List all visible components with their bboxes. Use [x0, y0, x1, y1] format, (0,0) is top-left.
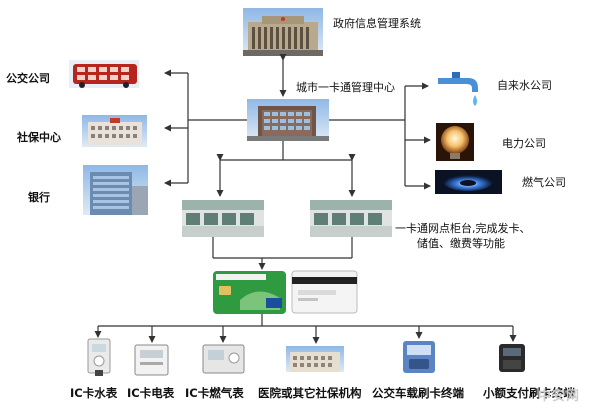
pos-terminal-image — [499, 344, 525, 372]
terminal-label-electric-meter: IC卡电表 — [127, 386, 175, 400]
bus-card-reader-image — [403, 341, 435, 373]
service-counter-image-left — [182, 200, 264, 237]
ic-electric-meter-image — [134, 344, 169, 376]
outlet-description-line1: 一卡通网点柜台,完成发卡、 — [395, 222, 531, 235]
terminal-label-water-meter: IC卡水表 — [70, 386, 118, 400]
terminal-label-hospital: 医院或其它社保机构 — [258, 386, 362, 400]
gas-flame-image — [435, 170, 502, 194]
terminal-label-bus-reader: 公交车载刷卡终端 — [372, 386, 464, 400]
gas-company-label: 燃气公司 — [522, 176, 566, 189]
bank-building-image — [83, 165, 148, 215]
ic-gas-meter-image — [202, 344, 245, 374]
social-security-building-image — [82, 115, 147, 147]
ic-card-green-image — [213, 271, 286, 314]
gov-building-image — [243, 8, 323, 56]
bank-label: 银行 — [28, 191, 50, 204]
water-tap-image — [432, 68, 487, 108]
outlet-description-line2: 储值、缴费等功能 — [417, 237, 505, 250]
connectors — [94, 54, 517, 344]
center-building-image — [247, 99, 329, 141]
power-company-label: 电力公司 — [502, 137, 546, 150]
bus-image — [69, 60, 139, 88]
light-bulb-image — [436, 123, 474, 161]
water-company-label: 自来水公司 — [497, 79, 552, 92]
hospital-building-image — [286, 346, 344, 372]
gov-system-label: 政府信息管理系统 — [333, 17, 421, 30]
terminal-label-gas-meter: IC卡燃气表 — [185, 386, 244, 400]
watermark: 中安网 — [537, 389, 580, 404]
terminal-label-pos: 小额支付刷卡终端 — [483, 386, 575, 400]
service-counter-image-right — [310, 200, 392, 237]
ic-water-meter-image — [87, 338, 111, 376]
bus-company-label: 公交公司 — [6, 72, 50, 85]
social-security-label: 社保中心 — [17, 131, 61, 144]
center-label: 城市一卡通管理中心 — [296, 81, 395, 94]
ic-card-back-image — [291, 270, 358, 314]
